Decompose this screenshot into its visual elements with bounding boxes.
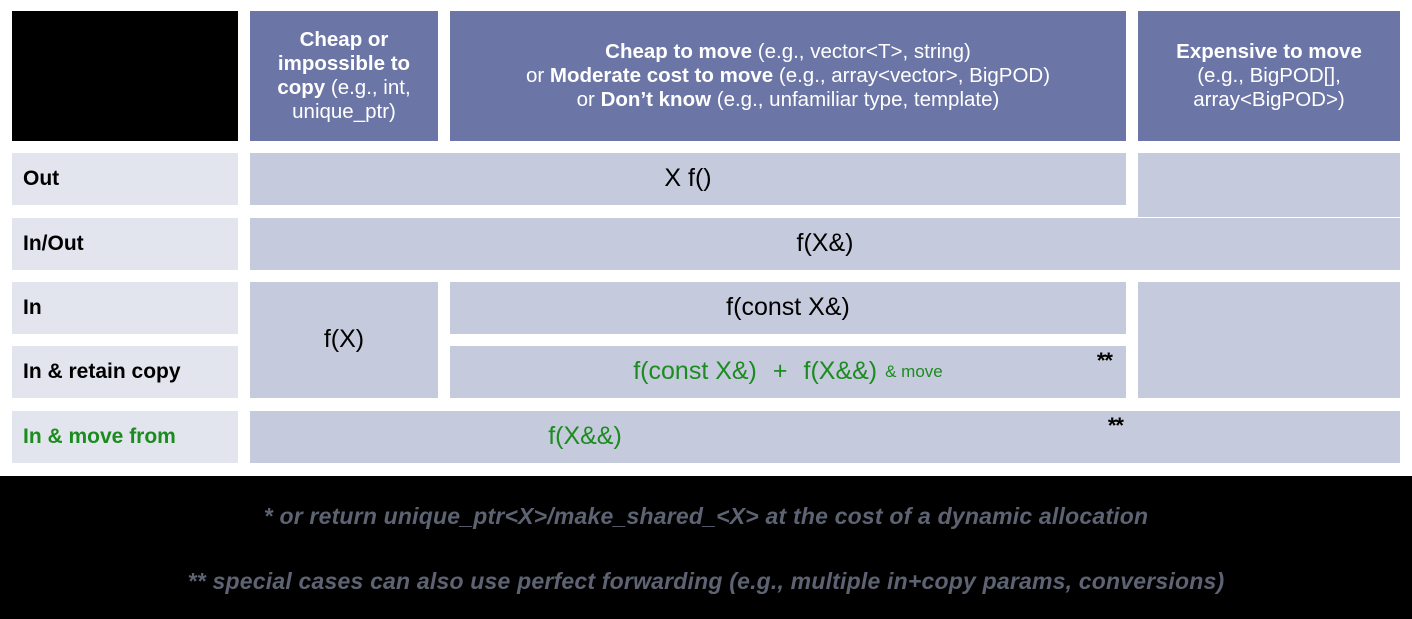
row-label-out: Out: [12, 153, 238, 205]
header-line: (e.g., BigPOD[],: [1197, 63, 1341, 87]
header-line: unique_ptr): [292, 100, 396, 124]
row-label-in-out: In/Out: [12, 218, 238, 270]
header-line: array<BigPOD>): [1193, 88, 1345, 112]
and-move-note: & move: [885, 361, 943, 381]
double-asterisk-marker: **: [1096, 348, 1113, 373]
cell-in-cheap-copy: f(X): [250, 282, 438, 398]
cell-in-out-main: f(X&): [250, 218, 1400, 270]
header-line: Cheap to move (e.g., vector<T>, string): [605, 39, 971, 63]
footnotes-band: * or return unique_ptr<X>/make_shared_<X…: [0, 476, 1412, 619]
plus-sign: +: [772, 357, 788, 386]
header-line: or Don’t know (e.g., unfamiliar type, te…: [576, 88, 1000, 112]
column-header-cheap-to-move: Cheap to move (e.g., vector<T>, string) …: [450, 11, 1126, 141]
header-line: or Moderate cost to move (e.g., array<ve…: [525, 63, 1051, 87]
header-line: Expensive to move: [1176, 39, 1362, 63]
column-header-cheap-or-impossible-to-copy: Cheap or impossible to copy (e.g., int, …: [250, 11, 438, 141]
cell-out-main: X f(): [250, 153, 1126, 205]
row-label-in-and-move-from: In & move from: [12, 411, 238, 463]
row-label-in: In: [12, 282, 238, 334]
table-corner-cell: [12, 11, 238, 141]
header-line: impossible to: [277, 51, 411, 75]
cell-in-expensive: [1138, 282, 1400, 398]
cell-out-expensive: [1138, 153, 1400, 217]
cell-in-and-retain-copy-main: f(const X&) + f(X&&) & move **: [450, 346, 1126, 398]
row-label-in-and-retain-copy: In & retain copy: [12, 346, 238, 398]
cell-in-and-move-from-main: f(X&&) **: [250, 411, 1400, 463]
header-line: Cheap or: [299, 27, 389, 51]
cell-in-main: f(const X&): [450, 282, 1126, 334]
header-line: copy (e.g., int,: [277, 76, 411, 99]
footnote-double-asterisk: ** special cases can also use perfect fo…: [187, 568, 1225, 594]
footnote-single-asterisk: * or return unique_ptr<X>/make_shared_<X…: [263, 503, 1149, 529]
double-asterisk-marker: **: [1107, 413, 1124, 438]
column-header-expensive-to-move: Expensive to move (e.g., BigPOD[], array…: [1138, 11, 1400, 141]
